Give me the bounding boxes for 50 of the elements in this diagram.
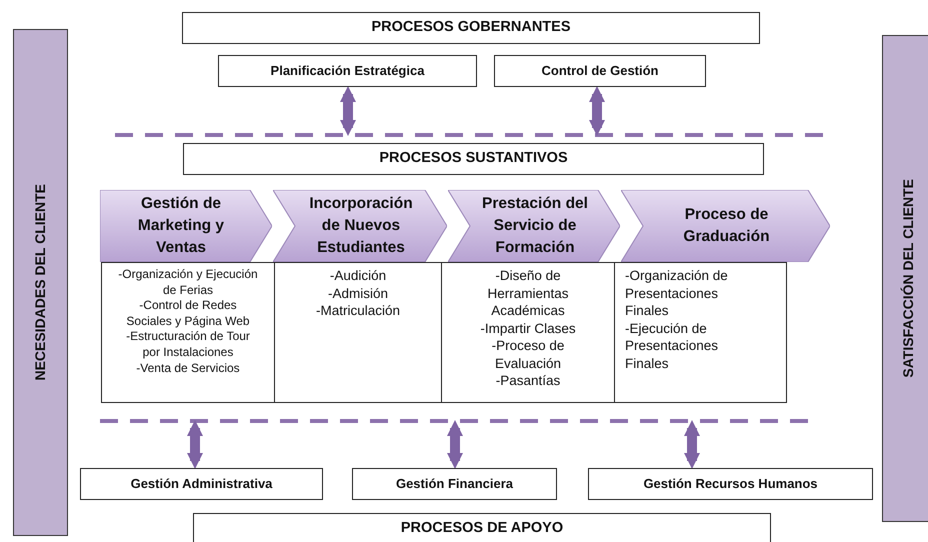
- section-title: PROCESOS DE APOYO: [400, 520, 564, 538]
- section-title: PROCESOS GOBERNANTES: [372, 19, 570, 37]
- process-box: [588, 468, 873, 500]
- process-step-banner: [448, 190, 620, 262]
- activity-item: -Control de Redes Sociales y Página Web: [125, 298, 251, 330]
- activity-list-box: [274, 262, 442, 403]
- activity-item: -Venta de Servicios: [136, 360, 240, 376]
- activity-item: -Estructuración de Tour por Instalaciones: [125, 329, 251, 361]
- activity-item: -Pasantías: [496, 372, 560, 390]
- section-header-box: [183, 143, 764, 175]
- double-arrow: [340, 86, 356, 136]
- process-step-banner: [621, 190, 830, 262]
- double-arrow: [187, 420, 203, 469]
- activity-item: -Impartir Clases: [480, 320, 576, 338]
- process-box: [218, 55, 477, 87]
- process-label: Gestión Financiera: [396, 476, 514, 492]
- process-step-banner: [100, 190, 272, 262]
- section-title: PROCESOS SUSTANTIVOS: [379, 150, 568, 168]
- process-label: Planificación Estratégica: [270, 63, 424, 79]
- process-step-banner: [273, 190, 447, 262]
- side-bar: [882, 35, 928, 522]
- side-bar-label: NECESIDADES DEL CLIENTE: [32, 184, 49, 381]
- process-label: Prestación del Servicio de Formación: [481, 194, 589, 258]
- process-label: Gestión de Marketing y Ventas: [136, 194, 226, 258]
- activity-list-box: [614, 262, 787, 403]
- activity-item: -Audición: [330, 267, 386, 285]
- process-label: Proceso de Graduación: [682, 205, 771, 247]
- process-label: Control de Gestión: [542, 63, 658, 79]
- activity-item: -Organización de Presentaciones Finales: [625, 267, 729, 320]
- process-box: [494, 55, 706, 87]
- side-bar-label: SATISFACCIÓN DEL CLIENTE: [900, 179, 916, 378]
- activity-list-box: [101, 262, 275, 403]
- activity-item: -Ejecución de Presentaciones Finales: [625, 320, 720, 372]
- side-bar: [13, 29, 68, 536]
- activity-item: -Organización y Ejecución de Ferias: [117, 267, 259, 298]
- double-arrow: [684, 420, 700, 469]
- activity-item: -Admisión: [328, 284, 388, 302]
- section-header-box: [193, 513, 771, 542]
- section-header-box: [182, 12, 760, 44]
- process-label: Gestión Recursos Humanos: [643, 476, 818, 492]
- activity-item: -Matriculación: [316, 302, 400, 320]
- double-arrow: [589, 86, 605, 136]
- process-box: [352, 468, 557, 500]
- activity-item: -Diseño de Herramientas Académicas: [486, 267, 570, 320]
- process-label: Gestión Administrativa: [130, 476, 272, 492]
- process-box: [80, 468, 323, 500]
- process-label: Incorporación de Nuevos Estudiantes: [308, 194, 414, 258]
- double-arrow: [447, 420, 463, 469]
- activity-item: -Proceso de Evaluación: [490, 337, 566, 372]
- activity-list-box: [441, 262, 615, 403]
